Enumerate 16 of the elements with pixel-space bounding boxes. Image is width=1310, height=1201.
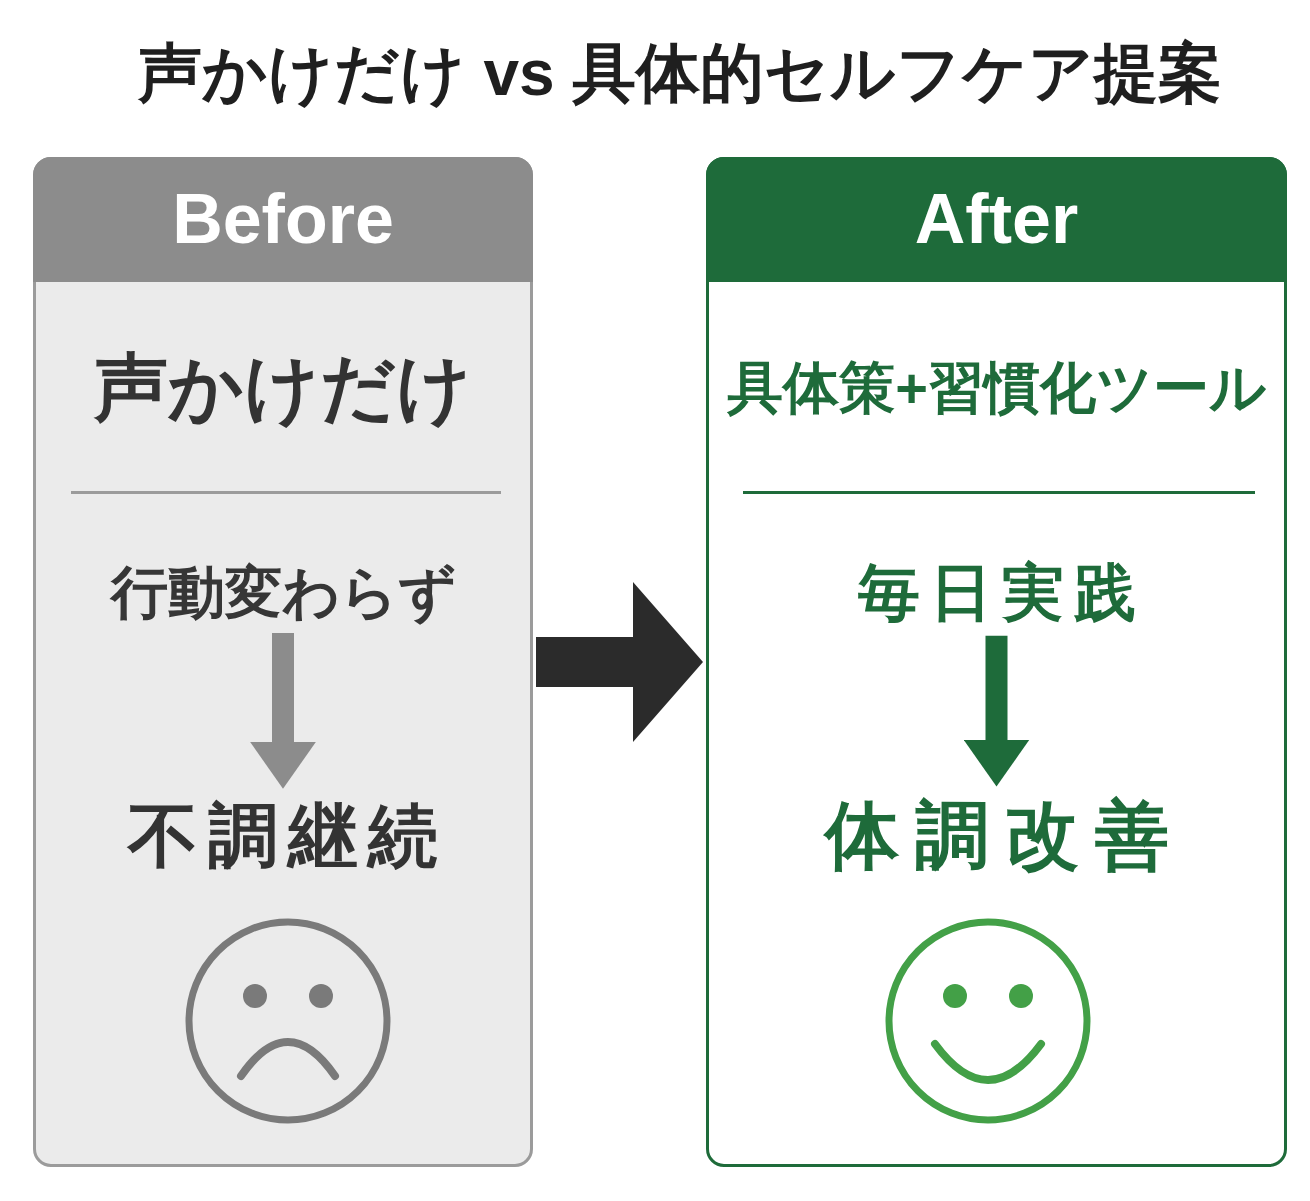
arrow (963, 635, 1030, 787)
sad-face-icon (183, 916, 393, 1126)
status-text: 毎日実践 (847, 558, 1146, 628)
outcome-text: 体調改善 (808, 794, 1185, 878)
arrow (536, 582, 703, 742)
comparison-panel (33, 157, 533, 1167)
panel-header: After (706, 157, 1287, 282)
smiley-face-icon (883, 916, 1093, 1126)
panel-header: Before (33, 157, 533, 282)
title: 声かけだけ vs 具体的セルフケア提案 (137, 38, 1223, 110)
outcome-text: 不調継続 (118, 796, 448, 876)
panel-subtitle: 声かけだけ (94, 346, 472, 430)
status-text: 行動変わらず (110, 561, 456, 625)
panel-subtitle: 具体策+習慣化ツール (727, 356, 1266, 420)
arrow (250, 632, 316, 789)
comparison-panel (706, 157, 1287, 1167)
